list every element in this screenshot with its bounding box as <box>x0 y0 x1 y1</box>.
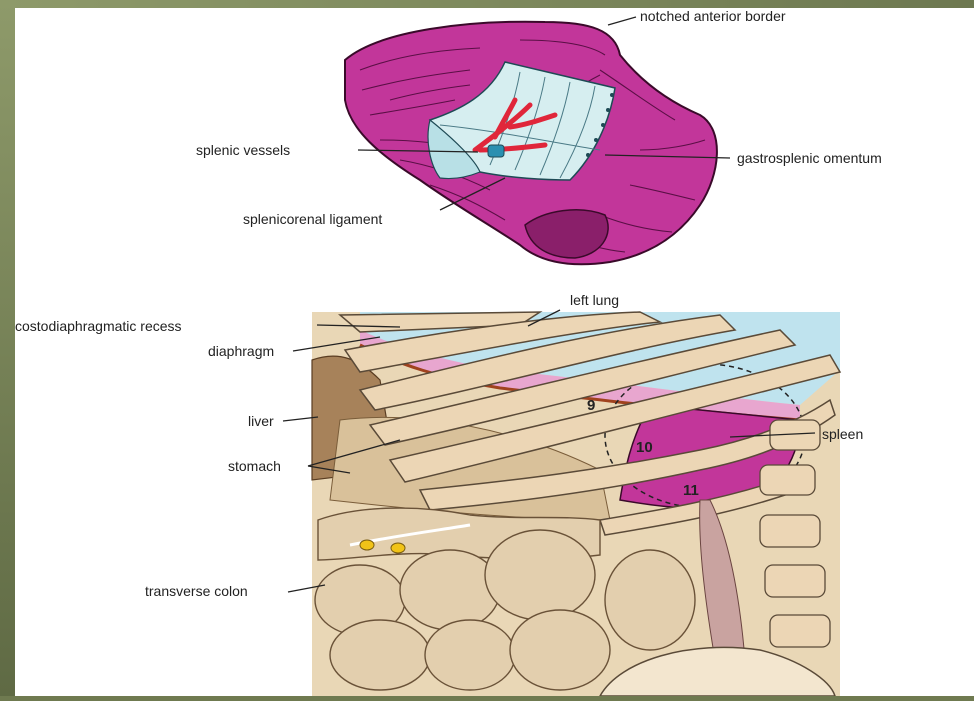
bowel-loop-3 <box>485 530 595 620</box>
label-transverse-colon: transverse colon <box>145 583 248 599</box>
rib-number-9: 9 <box>587 397 595 414</box>
label-stomach: stomach <box>228 458 281 474</box>
spleen-visceral-view: notched anterior border splenic vessels … <box>196 8 882 264</box>
label-costodiaphragmatic-recess: costodiaphragmatic recess <box>15 318 182 334</box>
anatomy-diagram: notched anterior border splenic vessels … <box>15 8 974 696</box>
left-border <box>0 0 15 696</box>
bowel-loop-6 <box>510 610 610 690</box>
rib-number-11: 11 <box>683 482 699 499</box>
thorax-abdomen-view: 9 10 11 left lung costodiaphragmatic rec… <box>15 292 863 696</box>
label-gastrosplenic-omentum: gastrosplenic omentum <box>737 150 882 166</box>
top-border <box>0 0 974 8</box>
label-left-lung: left lung <box>570 292 619 308</box>
vessel-stump <box>488 145 504 157</box>
label-notched-anterior-border: notched anterior border <box>640 8 786 24</box>
label-liver: liver <box>248 413 274 429</box>
label-splenic-vessels: splenic vessels <box>196 142 290 158</box>
bowel-loop-4 <box>330 620 430 690</box>
leader-notched-border <box>608 17 636 25</box>
bowel-loop-2 <box>400 550 500 630</box>
label-splenicorenal-ligament: splenicorenal ligament <box>243 211 382 227</box>
vertebra-2 <box>760 465 815 495</box>
label-diaphragm: diaphragm <box>208 343 274 359</box>
label-spleen: spleen <box>822 426 863 442</box>
vertebra-4 <box>765 565 825 597</box>
bowel-loop-5 <box>425 620 515 690</box>
vertebra-5 <box>770 615 830 647</box>
diagram-canvas: notched anterior border splenic vessels … <box>15 8 974 696</box>
bowel-loop-7 <box>605 550 695 650</box>
vertebra-3 <box>760 515 820 547</box>
rib-number-10: 10 <box>636 439 653 456</box>
